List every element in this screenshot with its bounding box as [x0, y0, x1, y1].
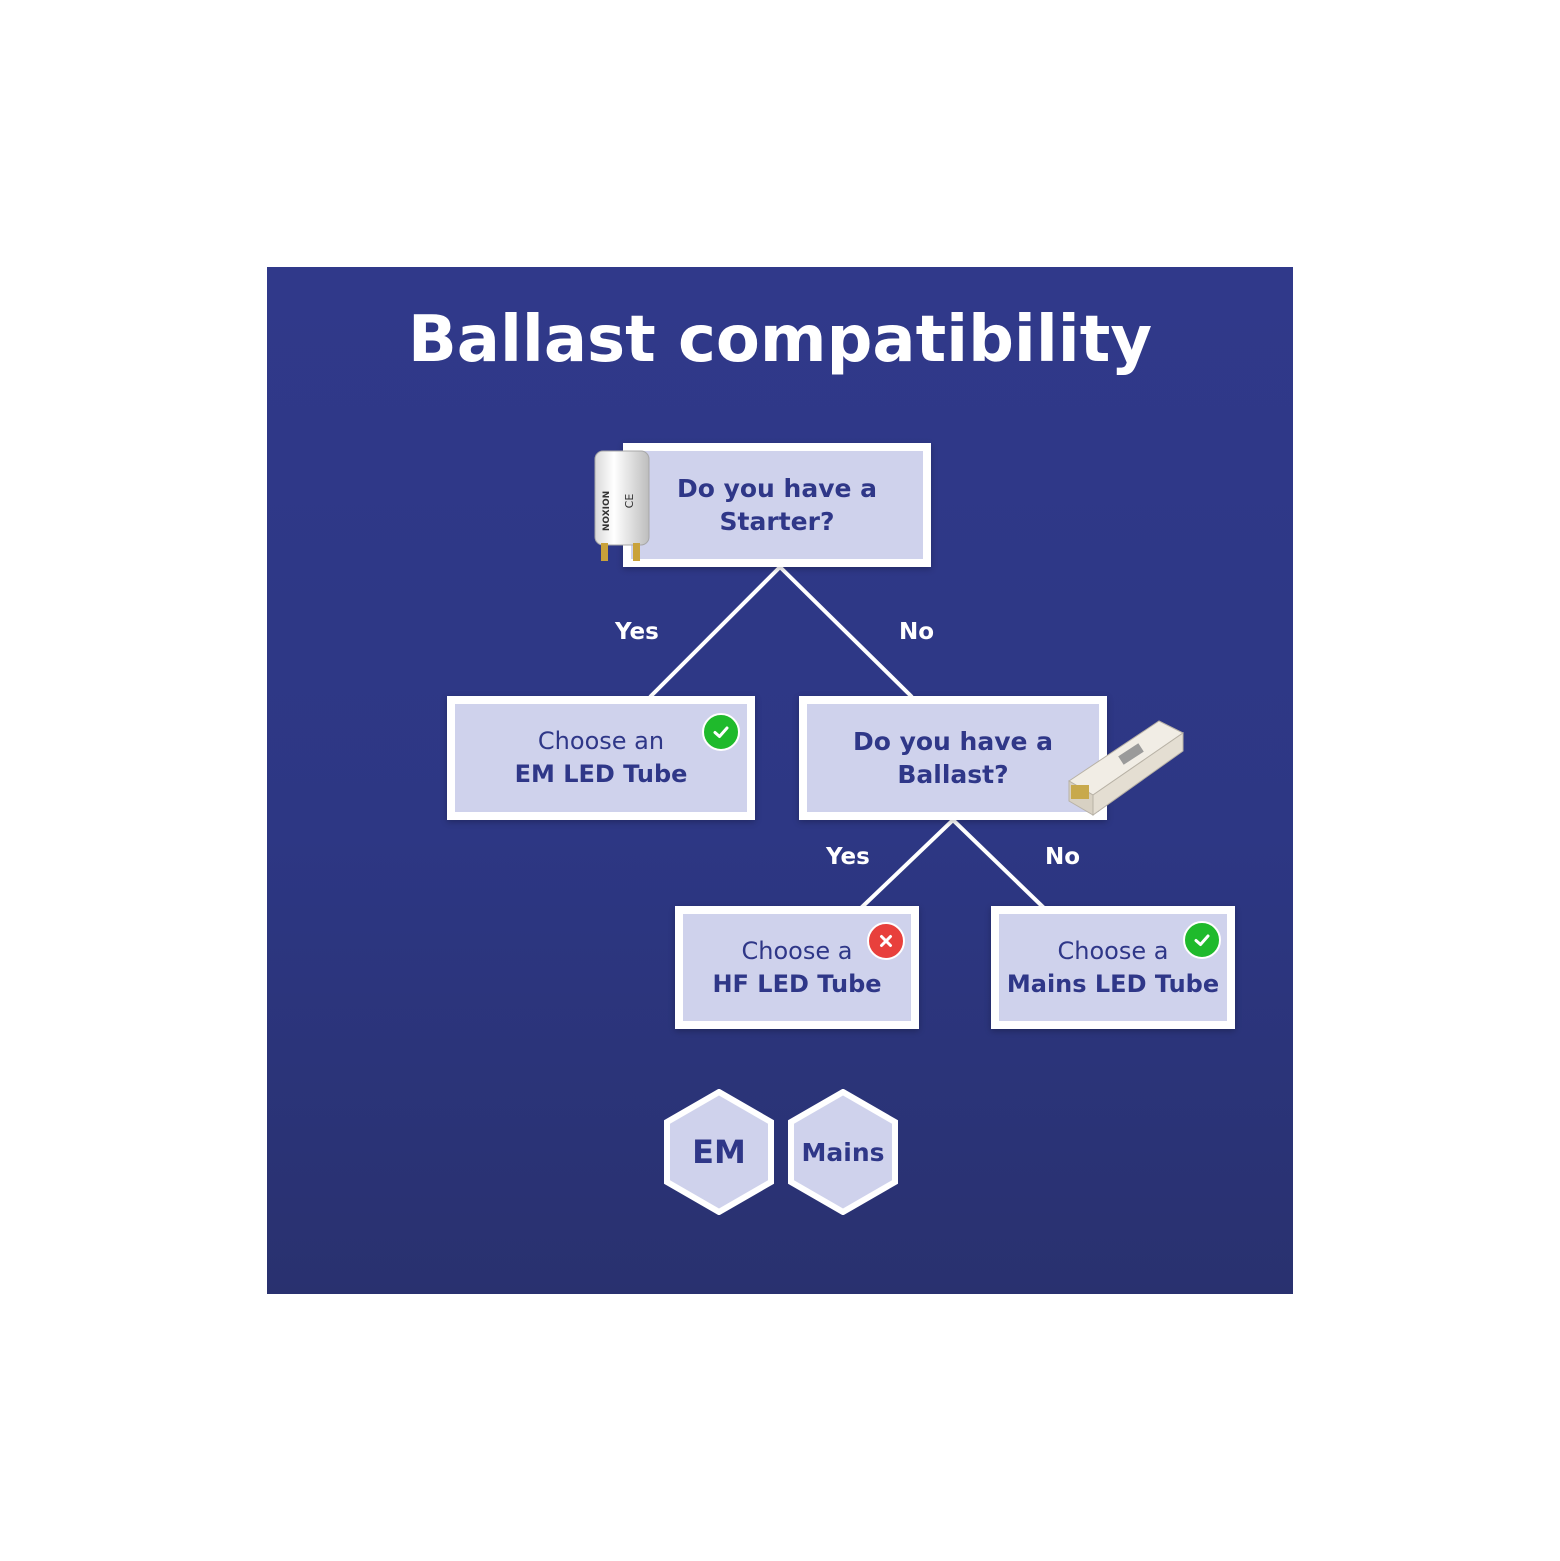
- starter-brand-text: NOXION: [602, 491, 612, 531]
- hexagon-mains: Mains: [787, 1088, 899, 1216]
- edge-ballast-no: [951, 818, 1046, 910]
- edge-label-ballast-no: No: [1045, 844, 1081, 870]
- edge-starter-yes: [648, 565, 782, 699]
- edge-label-starter-yes: Yes: [615, 619, 659, 645]
- hexagon-em-label: EM: [692, 1133, 746, 1171]
- hf-answer-line1: Choose a: [741, 936, 853, 965]
- cross-icon: [867, 922, 905, 960]
- mains-answer-line1: Choose a: [1057, 936, 1169, 965]
- hexagon-mains-label: Mains: [801, 1137, 885, 1167]
- starter-question-box: Do you have a Starter?: [623, 443, 931, 567]
- em-answer-box: Choose an EM LED Tube: [447, 696, 755, 820]
- ballast-image: [1068, 720, 1184, 816]
- ballast-question-line1: Do you have a: [852, 727, 1054, 756]
- diagram-panel: Ballast compatibility Do you have a Star…: [267, 267, 1293, 1294]
- mains-answer-box: Choose a Mains LED Tube: [991, 906, 1235, 1029]
- starter-question-line1: Do you have a: [676, 474, 878, 503]
- starter-ce-text: CE: [623, 494, 636, 509]
- starter-question-line2: Starter?: [719, 507, 835, 536]
- hexagon-em: EM: [663, 1088, 775, 1216]
- ballast-question-line2: Ballast?: [897, 760, 1009, 789]
- check-icon: [1183, 921, 1221, 959]
- edge-ballast-yes: [859, 818, 955, 910]
- edge-label-ballast-yes: Yes: [826, 844, 870, 870]
- check-icon: [702, 713, 740, 751]
- em-answer-line1: Choose an: [537, 727, 665, 755]
- connector-lines: [648, 565, 1046, 910]
- edge-starter-no: [778, 565, 914, 699]
- starter-image: NOXION CE: [594, 450, 650, 561]
- hf-answer-line2: HF LED Tube: [712, 969, 882, 998]
- em-answer-line2: EM LED Tube: [514, 760, 688, 788]
- page-title: Ballast compatibility: [407, 303, 1153, 377]
- edge-label-starter-no: No: [899, 619, 935, 645]
- mains-answer-line2: Mains LED Tube: [1006, 969, 1220, 998]
